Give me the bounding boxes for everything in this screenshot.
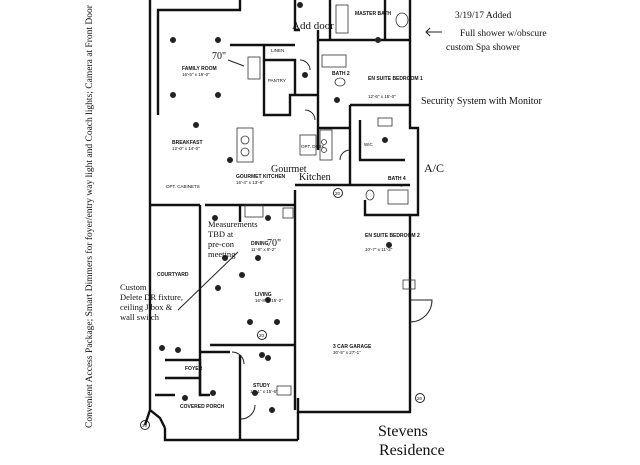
note-70-top: 70" — [212, 51, 226, 62]
room-opt-desk: OPT. DESK — [301, 144, 325, 149]
note-measurements-3: pre-con — [208, 239, 235, 249]
room-study: STUDY — [253, 383, 271, 389]
marker-20-d: 20 — [417, 396, 423, 401]
room-opt-cabinets: OPT. CABINETS — [166, 184, 200, 189]
room-dining-dims: 11'-8" x 8'-2" — [251, 247, 276, 252]
room-kitchen: GOURMET KITCHEN — [236, 174, 286, 180]
side-note: Convenient Access Package; Smart Dimmers… — [84, 4, 95, 428]
marker-4: 4 — [400, 183, 403, 188]
note-70-top-leader — [227, 59, 245, 67]
note-add-door: Add door — [292, 20, 334, 32]
room-bedroom-2-dims: 10'-7" x 11'-2" — [365, 247, 393, 252]
room-living-dims: 16'-8" x 15'-2" — [255, 298, 283, 303]
marker-20-a: 20 — [335, 191, 341, 196]
room-foyer: FOYER — [185, 366, 203, 372]
room-family-room: FAMILY ROOM — [182, 66, 217, 72]
room-labels: FAMILY ROOM 16'-5" x 16'-0" BREAKFAST 12… — [157, 11, 423, 410]
room-courtyard: COURTYARD — [157, 272, 189, 278]
room-pantry: PANTRY — [268, 78, 286, 83]
room-bedroom-2: EN SUITE BEDROOM 2 — [365, 233, 420, 239]
marker-20-b: 20 — [259, 333, 265, 338]
room-breakfast-dims: 12'-0" x 14'-0" — [172, 146, 200, 151]
note-gourmet: Gourmet — [271, 164, 307, 175]
room-bath-4: BATH 4 — [388, 176, 406, 182]
interior-walls — [155, 0, 410, 440]
room-breakfast: BREAKFAST — [172, 140, 203, 146]
room-living: LIVING — [255, 292, 272, 298]
note-custom-leader — [177, 251, 239, 311]
room-bedroom-1-dims: 12'-6" x 15'-0" — [368, 94, 396, 99]
note-shower-1: Full shower w/obscure — [460, 29, 547, 39]
ceiling-lights — [159, 2, 392, 413]
note-measurements-2: TBD at — [208, 229, 234, 239]
outer-walls — [143, 0, 420, 442]
note-measurements-1: Measurements — [208, 219, 258, 229]
room-master-bath: MASTER BATH — [355, 11, 391, 17]
room-kitchen-dims: 15'-4" x 13'-8" — [236, 180, 264, 185]
room-covered-porch: COVERED PORCH — [180, 404, 225, 410]
note-ac: A/C — [424, 161, 444, 175]
doors — [231, 59, 433, 420]
note-security: Security System with Monitor — [421, 96, 543, 107]
room-bath-2: BATH 2 — [332, 71, 350, 77]
room-study-dims: 12'-1" x 15'-6" — [250, 389, 278, 394]
room-garage: 3 CAR GARAGE — [333, 344, 372, 350]
title-line-2: Residence — [379, 442, 445, 459]
note-kitchen: Kitchen — [299, 172, 331, 183]
note-custom-2: Delete DR fixture, — [120, 292, 183, 302]
note-revision: 3/19/17 Added — [455, 11, 511, 21]
room-wic: WIC — [364, 142, 373, 147]
note-custom-4: wall switch — [120, 312, 160, 322]
fixtures — [236, 4, 416, 396]
room-dining: DINING — [251, 241, 269, 247]
room-family-room-dims: 16'-5" x 16'-0" — [182, 72, 210, 77]
note-measurements-4: meeting — [208, 249, 236, 259]
note-custom-1: Custom — [120, 282, 147, 292]
room-bedroom-1: EN SUITE BEDROOM 1 — [368, 76, 423, 82]
note-custom-3: ceiling J box & — [120, 302, 173, 312]
title-line-1: Stevens — [378, 423, 428, 440]
marker-20-c: 20 — [142, 423, 148, 428]
note-revision-arrow — [425, 27, 442, 37]
room-linen: LINEN — [271, 48, 284, 53]
room-garage-dims: 30'-5" x 27'-1" — [333, 350, 361, 355]
note-shower-2: custom Spa shower — [446, 43, 521, 53]
note-70-dining: 70" — [267, 238, 281, 249]
circle-markers: 20 20 20 20 4 — [140, 183, 425, 430]
annotations: Add door 3/19/17 Added Full shower w/obs… — [120, 11, 547, 459]
